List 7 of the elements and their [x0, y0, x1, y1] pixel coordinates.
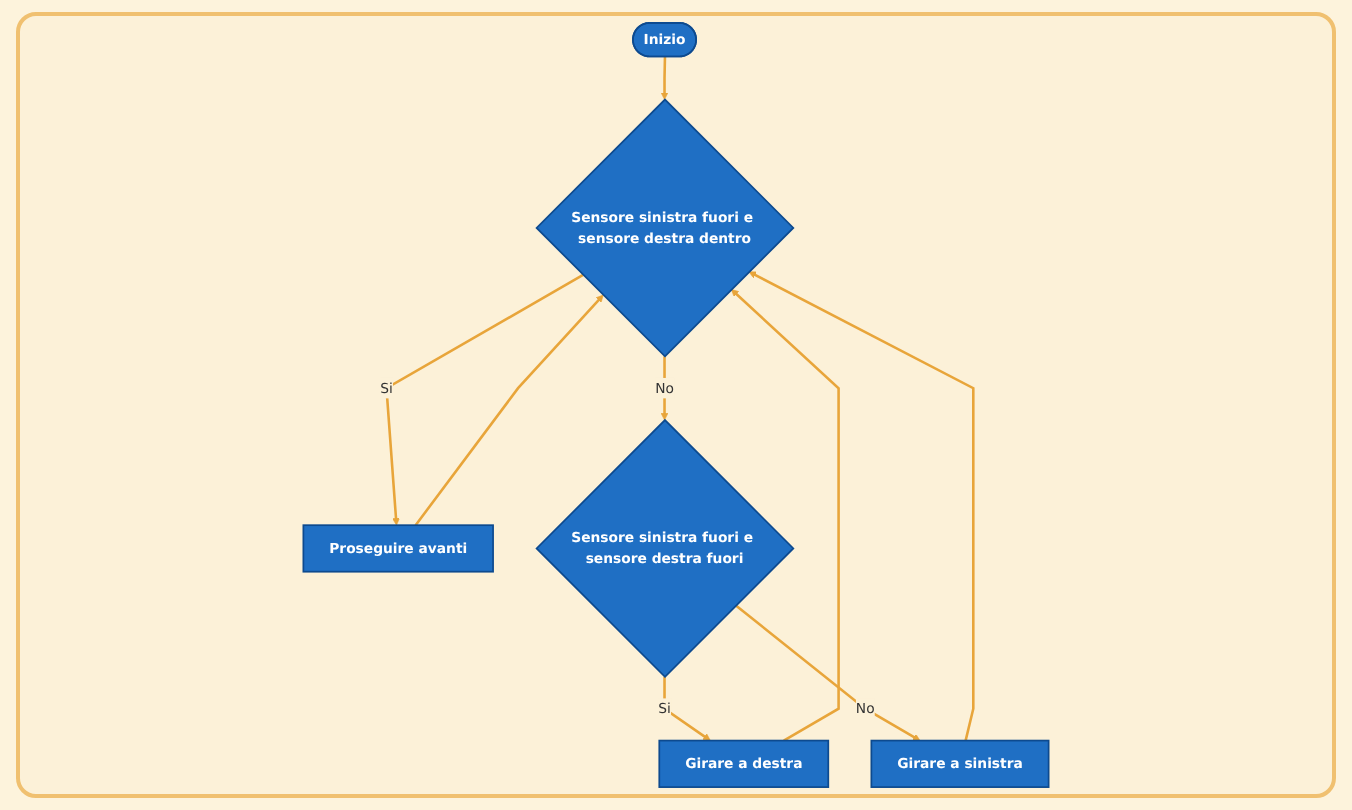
arrow: [385, 273, 584, 526]
arrow: [660, 56, 669, 100]
arrow: [663, 676, 711, 741]
arrow: [731, 289, 840, 742]
arrow: [735, 604, 921, 741]
arrow: [414, 294, 604, 526]
arrow: [748, 271, 975, 741]
